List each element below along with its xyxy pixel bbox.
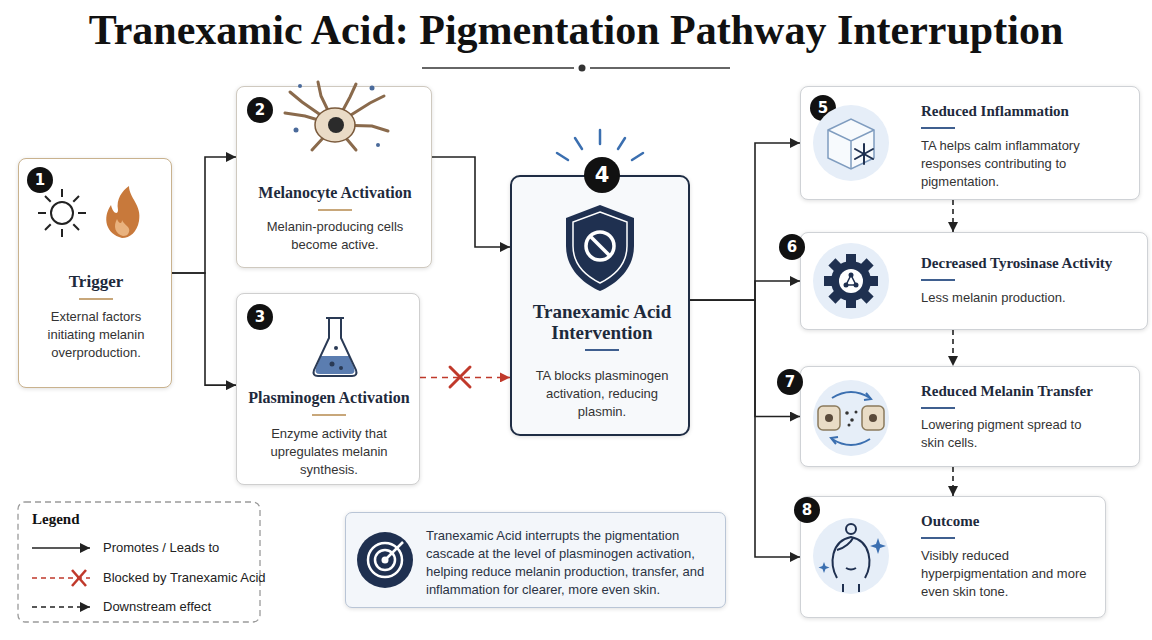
box-text: Visibly reduced hyperpigmentation and mo…	[921, 547, 1093, 601]
downstream-arrow	[952, 467, 954, 496]
flow-arrow	[432, 157, 510, 247]
title-rule	[422, 65, 730, 72]
box-text: Lowering pigment spread to skin cells.	[921, 416, 1091, 452]
legend-samples	[32, 577, 90, 579]
legend-text: Downstream effect	[103, 599, 211, 615]
outcome-box: 8OutcomeVisibly reduced hyperpigmentatio…	[800, 496, 1106, 618]
diagram-title: Tranexamic Acid: Pigmentation Pathway In…	[0, 2, 1152, 58]
callout-number: 2	[247, 97, 273, 123]
alert-rays	[557, 130, 643, 160]
legend-text: Blocked by Tranexamic Acid	[103, 570, 266, 586]
effect-box: 5 Reduced Inflammation TA helps calm infla…	[800, 86, 1140, 200]
box-text: Less melanin production.	[921, 289, 1121, 307]
block-mark	[450, 367, 470, 387]
trigger-box: 1TriggerExternal factors initiating mela…	[18, 158, 172, 388]
title-rule	[579, 65, 586, 72]
flow-arrow	[172, 157, 236, 273]
title-rule	[590, 67, 730, 69]
block-mark	[450, 367, 470, 387]
box-heading: Decreased Tyrosinase Activity	[921, 253, 1143, 281]
effect-box: 7Reduced Melanin TransferLowering pigmen…	[800, 366, 1140, 467]
legend-text: Promotes / Leads to	[103, 540, 219, 556]
box-text: TA blocks plasminogen activation, reduci…	[526, 367, 678, 421]
summary-box: Tranexamic Acid interrupts the pigmentat…	[345, 512, 726, 608]
block-mark	[450, 367, 470, 387]
blocked-arrow	[420, 377, 510, 379]
box-text: Tranexamic Acid interrupts the pigmentat…	[426, 527, 718, 599]
legend-samples	[32, 606, 90, 608]
process-box: 2Melanocyte ActivationMelanin-producing …	[236, 86, 432, 268]
box-heading: Outcome	[921, 511, 1101, 539]
intervention-box: 4Tranexamic Acid InterventionTA blocks p…	[510, 175, 690, 436]
legend-samples	[32, 548, 90, 607]
box-text: Melanin-producing cells become active.	[247, 218, 423, 254]
effect-box: 6Decreased Tyrosinase ActivityLess melan…	[800, 232, 1148, 330]
alert-rays	[557, 153, 568, 160]
legend-samples	[72, 570, 86, 586]
box-heading: Reduced Melanin Transfer	[921, 381, 1136, 409]
callout-number: 7	[777, 369, 803, 395]
downstream-arrow	[952, 330, 954, 366]
box-text: TA helps calm inflammatory responses con…	[921, 137, 1111, 191]
flow-arrow	[690, 300, 800, 416]
downstream-arrow	[952, 200, 954, 232]
title-rule	[422, 67, 574, 69]
process-box: 3Plasminogen ActivationEnzyme activity t…	[236, 293, 420, 485]
flow-arrow	[690, 143, 800, 300]
box-text: Enzyme activity that upregulates melanin…	[257, 425, 401, 479]
flow-arrow	[172, 273, 236, 385]
callout-number: 1	[27, 167, 53, 193]
callout-number: 3	[247, 304, 273, 330]
box-heading: Reduced Inflammation	[921, 101, 1136, 129]
alert-rays	[618, 138, 625, 149]
legend-samples	[32, 547, 90, 549]
callout-number: 4	[584, 157, 620, 193]
legend-frame	[18, 502, 260, 622]
callout-number: 6	[779, 234, 805, 260]
callout-number: 5	[810, 95, 836, 121]
alert-rays	[632, 153, 643, 160]
alert-rays	[599, 130, 602, 144]
box-heading: Tranexamic Acid Intervention	[512, 301, 692, 351]
box-text: External factors initiating melanin over…	[31, 308, 161, 362]
legend-samples	[72, 570, 86, 586]
box-heading: Trigger	[19, 272, 173, 300]
box-heading: Melanocyte Activation	[237, 183, 433, 211]
legend-frame	[18, 502, 260, 622]
flow-arrow	[690, 281, 800, 300]
legend-title: Legend	[32, 511, 80, 528]
callout-number: 8	[794, 497, 820, 523]
alert-rays	[575, 138, 582, 149]
box-heading: Plasminogen Activation	[237, 388, 421, 416]
